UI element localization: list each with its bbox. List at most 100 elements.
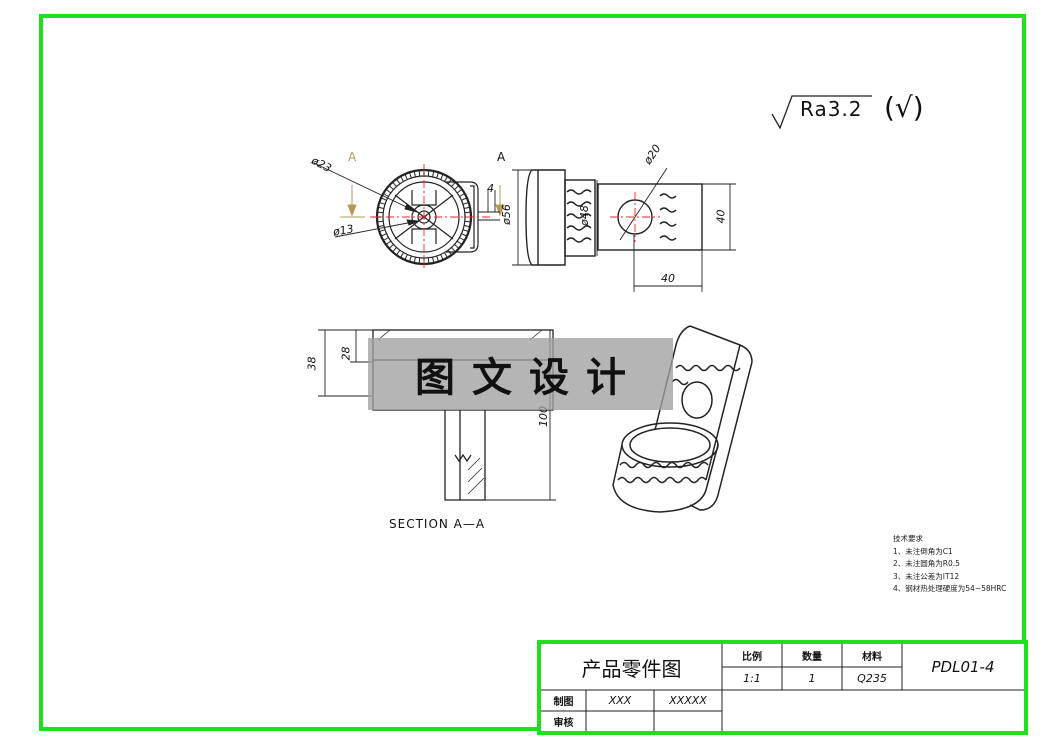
gear-tooth [454,244,460,249]
gear-tooth [427,257,430,264]
drawn-label: 制图 [553,697,574,708]
gear-tooth [379,229,386,232]
dim-thirty-eight: 38 [305,356,319,371]
gear-tooth [380,233,387,237]
watermark-text: 图文设计 [415,354,643,401]
quantity-value: 1 [808,672,816,685]
gear-tooth [427,170,430,177]
roughness-label: Ra3.2 [800,97,863,121]
gear-tooth [459,237,465,241]
dim-d56: ø56 [499,204,513,225]
ratio-value: 1:1 [743,672,761,685]
gear-tooth [395,178,401,185]
dim-forty-vertical: 40 [714,209,728,224]
gear-tooth [464,206,471,209]
front-dims [313,162,500,238]
gear-tooth [462,229,469,232]
roughness-note: (√) [884,91,924,124]
gear-tooth [383,237,389,241]
gear-tooth [451,181,456,187]
quantity-label: 数量 [802,652,822,663]
gear-tooth [432,170,435,177]
section-mark-right: A [497,150,506,164]
gear-tooth [379,202,386,205]
gear-tooth [444,176,448,182]
drawing-frame [39,14,1026,731]
dim-four: 4 [487,182,494,195]
gear-tooth [436,255,439,262]
part-name: 产品零件图 [581,656,682,681]
section-label: SECTION A—A [389,517,486,531]
gear-tooth [418,170,421,177]
gear-tooth [454,185,460,190]
gear-tooth [432,257,435,264]
gear-tooth [409,172,412,179]
gear-tooth [440,173,444,180]
gear-tooth [388,185,394,190]
gear-tooth [456,188,463,194]
side-view [525,169,703,266]
gear-tooth [464,211,471,214]
drawn-by: XXX [608,694,632,707]
tech-item: 2、未注圆角为R0.5 [893,559,960,568]
gear-tooth [418,257,421,264]
gear-tooth [388,244,394,249]
ratio-label: 比例 [742,652,762,663]
gear-tooth [436,172,439,179]
tech-title: 技术要求 [893,534,923,543]
drawing-number: PDL01-4 [931,658,995,676]
gear-tooth [392,247,397,253]
gear-tooth [409,255,412,262]
title-block: 产品零件图 比例 数量 材料 1:1 1 Q235 PDL01-4 制图 XXX… [537,640,1028,735]
material-label: 材料 [862,652,882,663]
gear-tooth [456,240,463,246]
dim-twenty-eight: 28 [339,346,353,361]
center-lines-front [370,164,490,270]
gear-tooth [413,170,416,177]
gear-tooth [464,220,471,223]
side-dims [512,167,736,292]
gear-tooth [377,206,384,209]
tech-item: 3、未注公差为IT12 [893,571,960,581]
gear-tooth [444,252,448,258]
gear-tooth [385,188,392,194]
isometric-view [612,325,753,513]
gear-tooth [413,257,416,264]
gear-tooth [377,220,384,223]
gear-tooth [440,254,444,261]
gear-tooth [464,225,471,228]
gear-tooth [395,249,401,256]
technical-requirements: 技术要求 1、未注倒角为C1 2、未注圆角为R0.5 3、未注公差为IT12 4… [893,533,1006,596]
gear-tooth [461,197,468,201]
material-value: Q235 [857,672,887,685]
gear-tooth [377,225,384,228]
gear-tooth [400,176,404,182]
dim-d48: ø48 [577,205,591,226]
gear-tooth [392,181,397,187]
gear-tooth [462,202,469,205]
section-mark-left: A [348,150,357,164]
roughness-symbol [771,95,872,130]
gear-tooth [385,240,392,246]
title-block-grid [541,644,1024,731]
gear-tooth [377,211,384,214]
gear-tooth [380,197,387,201]
gear-tooth [383,193,389,197]
watermark-banner: 图文设计 [368,338,673,410]
gear-tooth [400,252,404,258]
gear-tooth [404,254,408,261]
section-arrows [340,185,505,218]
drawn-date: XXXXX [669,694,707,707]
gear-tooth [447,249,453,256]
gear-tooth [451,247,456,253]
tech-item: 4、钢材热处理硬度为54~58HRC [893,584,1007,593]
dim-forty-horizontal: 40 [661,272,675,285]
gear-tooth [404,173,408,180]
gear-tooth [447,178,453,185]
review-label: 审核 [553,717,574,729]
gear-tooth [459,193,465,197]
tech-item: 1、未注倒角为C1 [893,546,953,556]
front-teeth [377,170,471,264]
gear-tooth [461,233,468,237]
